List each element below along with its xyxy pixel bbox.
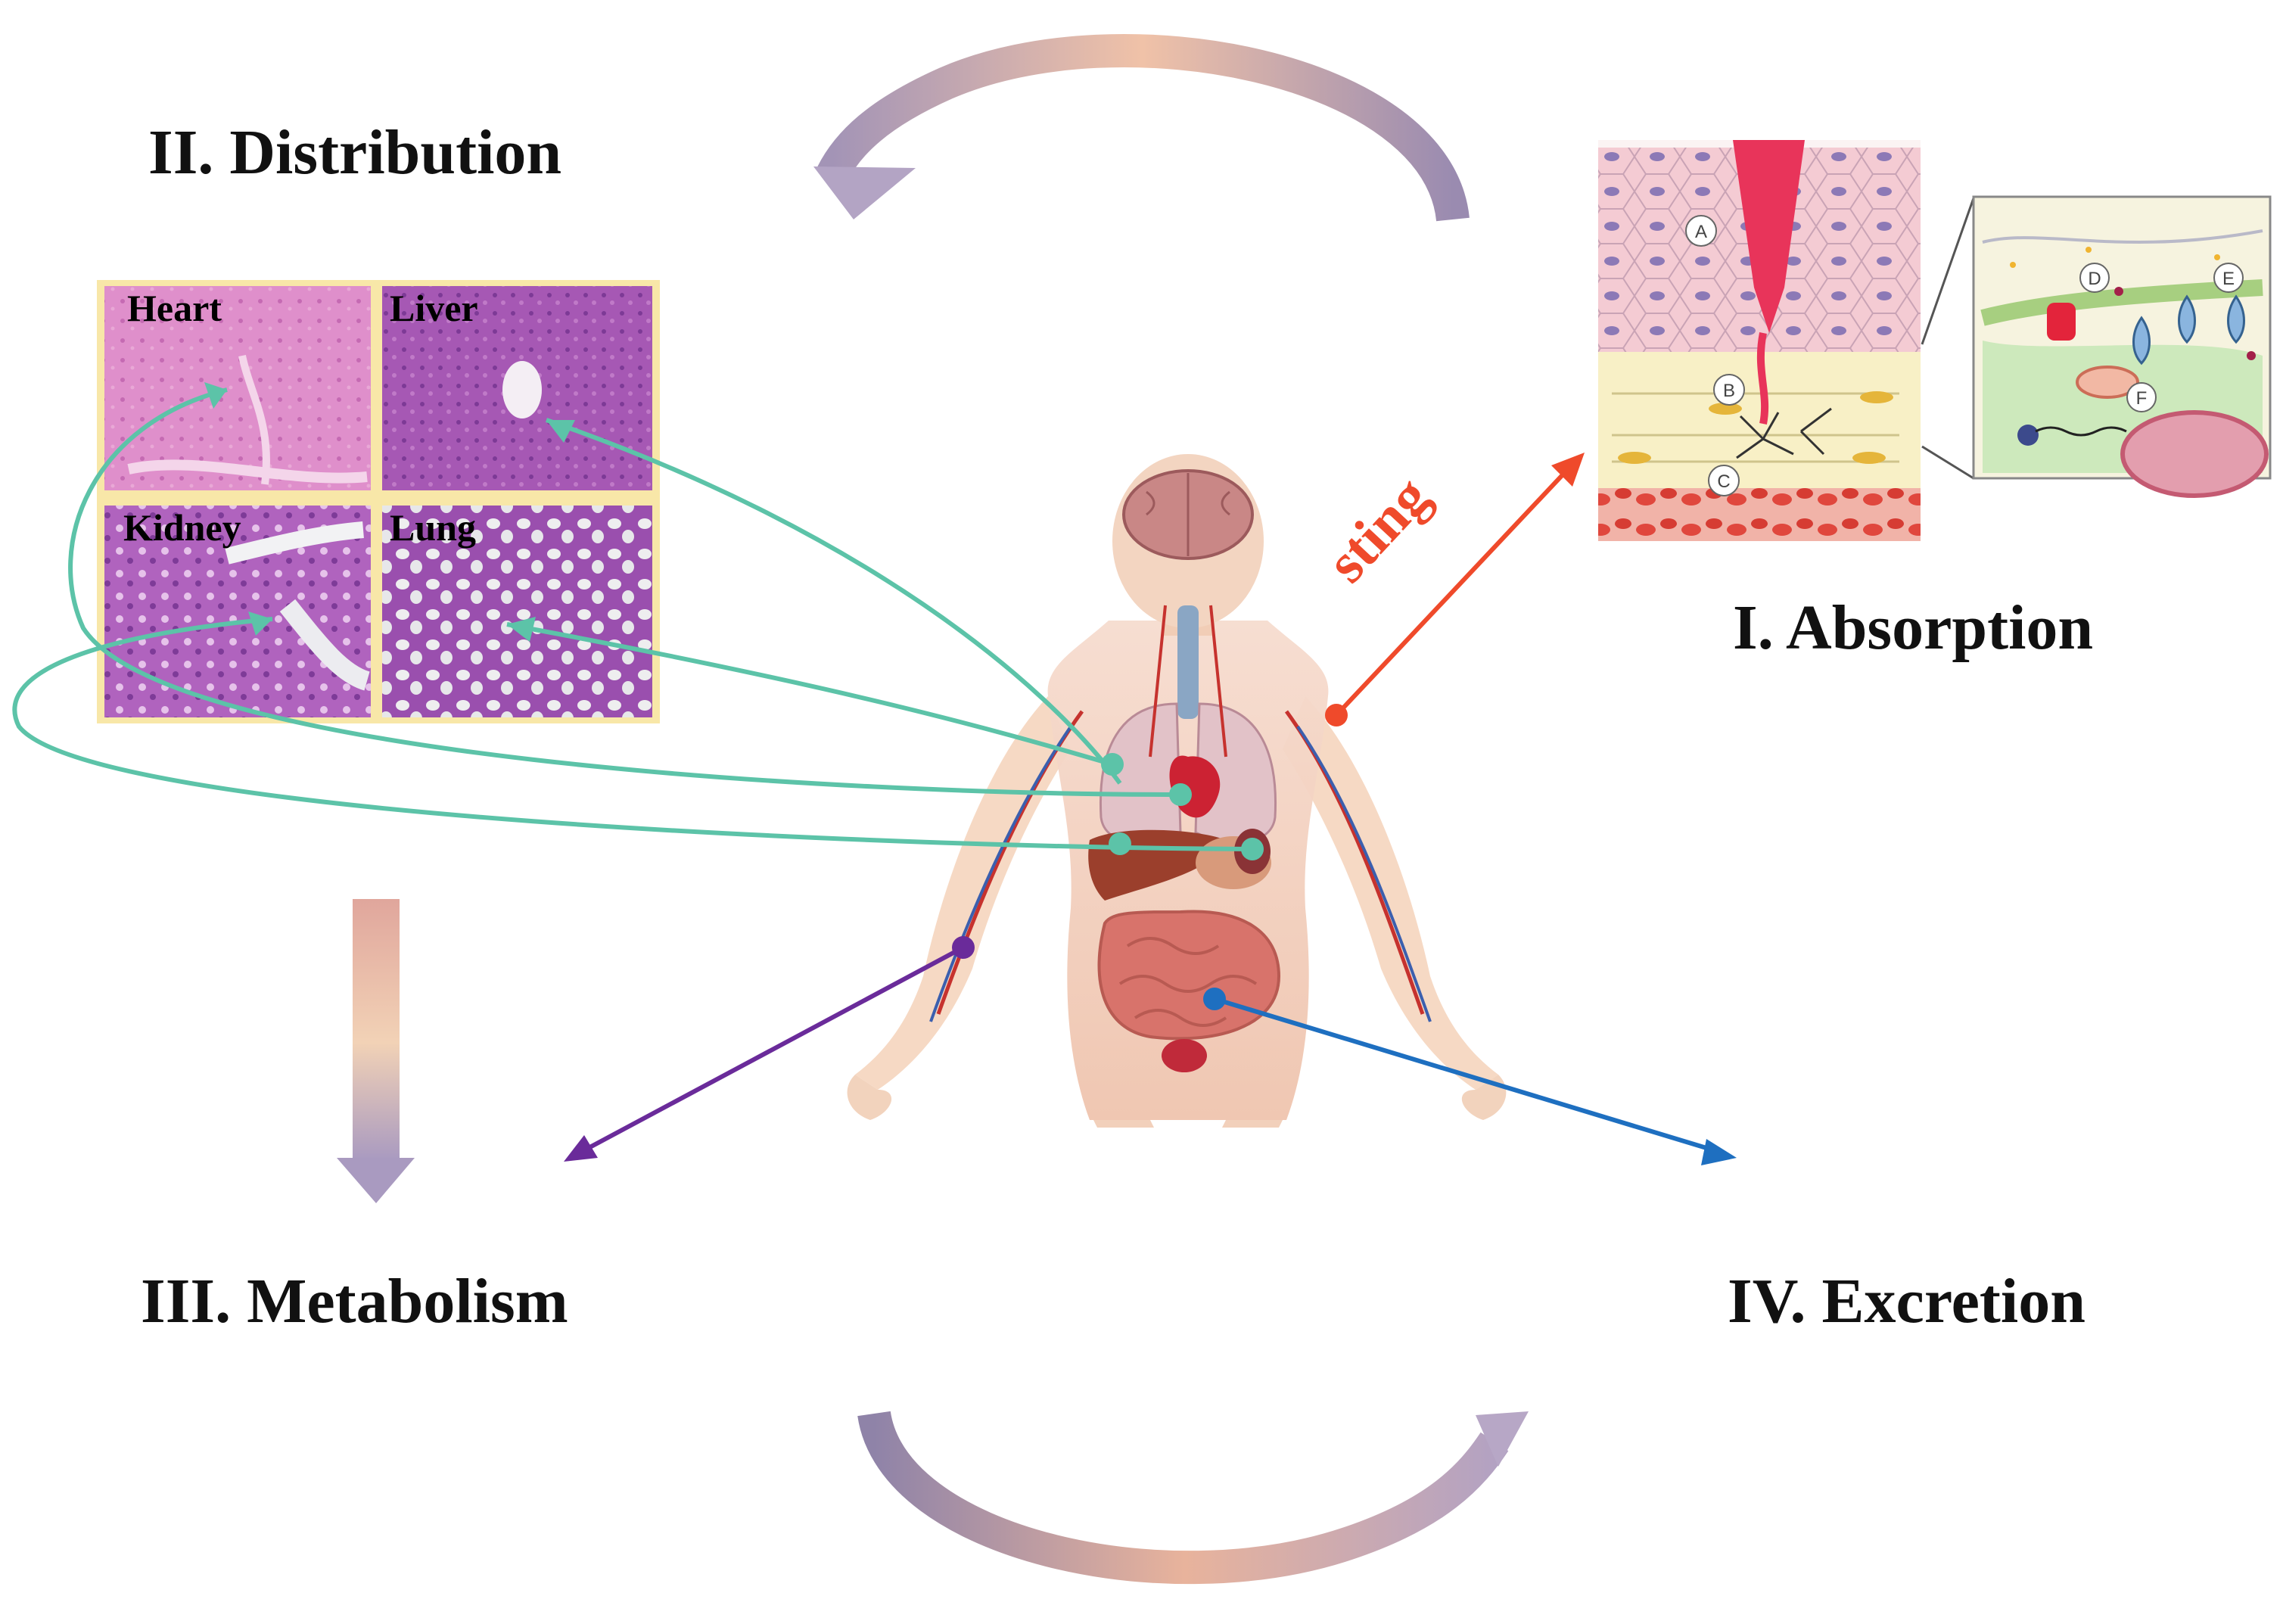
- svg-text:A: A: [1695, 222, 1707, 242]
- heart-panel: [104, 286, 371, 490]
- svg-text:D: D: [2088, 269, 2101, 289]
- sting-arrow: [1325, 453, 1585, 726]
- cycle-arrow-bottom: [857, 1410, 1529, 1585]
- arrow-to-heart: [68, 387, 1181, 797]
- lung-panel: [382, 506, 652, 717]
- marker-d: D: [2079, 263, 2110, 293]
- distribution-arrows: [12, 387, 1253, 851]
- arrow-to-liver: [546, 418, 1122, 785]
- zoom-lines: [1921, 198, 1975, 480]
- metabolism-down-arrow: [337, 899, 415, 1203]
- cycle-arrow-top: [813, 33, 1470, 222]
- svg-text:E: E: [2222, 269, 2235, 289]
- marker-b: B: [1713, 374, 1745, 406]
- marker-a: A: [1685, 215, 1717, 247]
- metabolism-title: III. Metabolism: [141, 1266, 568, 1336]
- arrow-to-lung: [506, 622, 1113, 767]
- excretion-title: IV. Excretion: [1728, 1266, 2085, 1336]
- marker-e: E: [2213, 263, 2244, 293]
- human-body: [847, 454, 1507, 1128]
- arrow-to-kidney: [12, 617, 1253, 851]
- distribution-arrowheads: [204, 382, 575, 642]
- svg-text:B: B: [1723, 381, 1735, 401]
- histology-grid: [97, 280, 660, 723]
- distribution-title: II. Distribution: [148, 117, 562, 188]
- kidney-label: Kidney: [123, 506, 241, 549]
- absorption-title: I. Absorption: [1733, 593, 2094, 663]
- cell-zoom-panel: D E F: [1972, 195, 2272, 498]
- liver-label: Liver: [390, 287, 478, 329]
- heart-label: Heart: [127, 287, 222, 329]
- metabolism-arrow: [564, 936, 975, 1162]
- marker-f: F: [2126, 382, 2157, 412]
- skin-section: A B C: [1598, 140, 1921, 541]
- svg-text:C: C: [1717, 471, 1730, 492]
- excretion-arrow: [1203, 988, 1737, 1165]
- svg-text:F: F: [2136, 388, 2148, 409]
- distribution-origin-dots: [1101, 753, 1264, 860]
- lung-label: Lung: [390, 506, 476, 549]
- marker-c: C: [1708, 465, 1740, 496]
